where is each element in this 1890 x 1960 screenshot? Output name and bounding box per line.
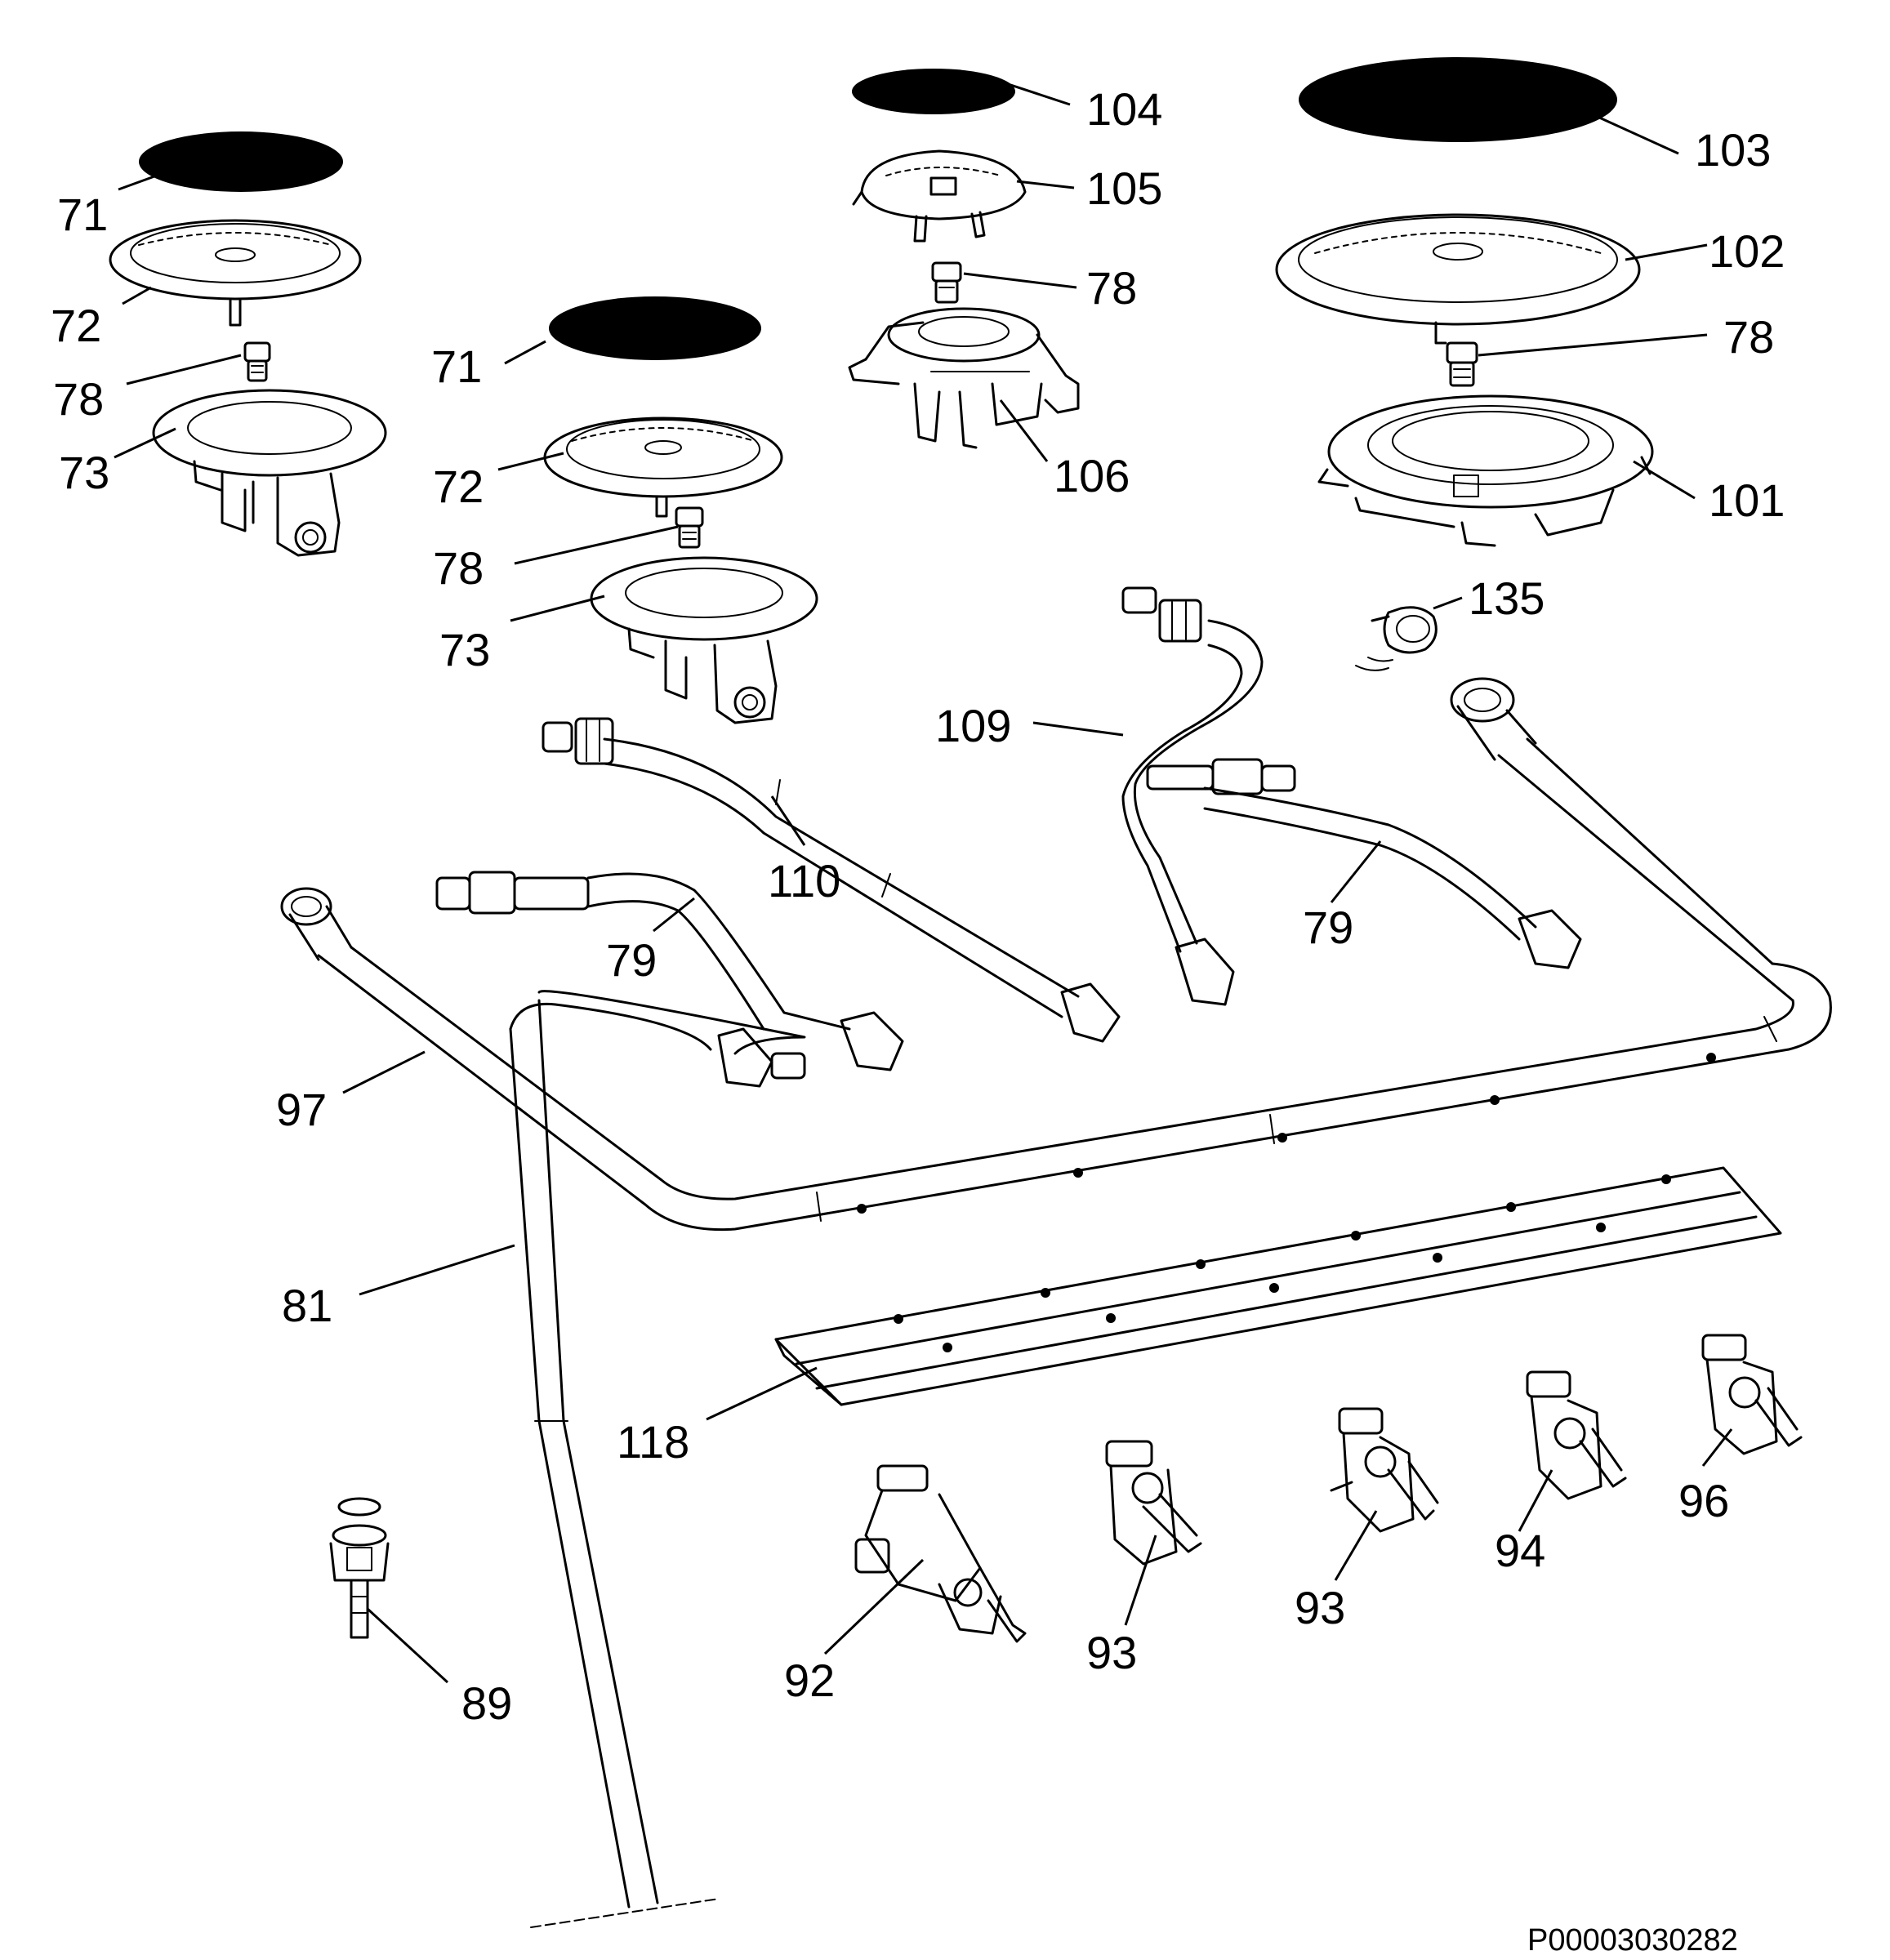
label-71-left: 71 xyxy=(57,189,108,240)
label-72-left: 72 xyxy=(51,300,101,351)
label-93-left: 93 xyxy=(1086,1627,1137,1678)
label-78-top-middle: 78 xyxy=(1086,262,1137,314)
burner-assembly-right xyxy=(1275,57,1654,547)
main-gas-pipe-97 xyxy=(280,677,1832,1232)
label-81: 81 xyxy=(282,1280,332,1331)
burner-assembly-middle-left xyxy=(543,296,818,724)
label-109: 109 xyxy=(935,700,1011,751)
injector-78-middle xyxy=(675,506,704,549)
burner-body-106 xyxy=(848,307,1080,449)
gas-pipe-79-left xyxy=(435,871,904,1071)
label-105: 105 xyxy=(1086,163,1162,214)
label-93-right: 93 xyxy=(1295,1582,1345,1633)
label-89: 89 xyxy=(461,1677,512,1729)
label-71-middle: 71 xyxy=(431,341,482,392)
flame-spreader-72-left xyxy=(109,219,362,327)
burner-cap-103 xyxy=(1299,57,1617,142)
gas-valve-94 xyxy=(1526,1370,1627,1500)
flame-spreader-105 xyxy=(852,149,1027,243)
burner-body-73-left xyxy=(152,389,387,557)
burner-cap-104 xyxy=(852,69,1015,114)
label-96: 96 xyxy=(1678,1475,1729,1526)
burner-body-101 xyxy=(1317,394,1654,547)
label-101: 101 xyxy=(1709,474,1785,526)
injector-78-left xyxy=(243,341,271,382)
elbow-fitting-135 xyxy=(1355,606,1438,671)
gas-pipe-79-right xyxy=(1146,758,1582,969)
flame-spreader-72-middle xyxy=(543,416,783,518)
label-72-middle: 72 xyxy=(433,461,484,512)
gas-pipe-109 xyxy=(1121,586,1264,1006)
connector-fitting-89 xyxy=(329,1497,390,1639)
gas-valve-93-left xyxy=(1105,1440,1202,1566)
injector-78-right xyxy=(1446,341,1478,387)
flame-spreader-102 xyxy=(1275,213,1641,345)
burner-body-73-middle xyxy=(590,556,818,724)
mounting-rail-118 xyxy=(774,1166,1782,1406)
label-73-middle: 73 xyxy=(439,624,490,675)
label-78-middle: 78 xyxy=(433,542,484,594)
label-103: 103 xyxy=(1695,124,1771,176)
part-number-labels: 71 72 78 73 71 72 78 73 104 105 78 106 1… xyxy=(51,83,1785,1729)
label-78-right: 78 xyxy=(1723,311,1774,363)
label-102: 102 xyxy=(1709,225,1785,277)
label-79-right: 79 xyxy=(1303,902,1353,953)
label-94: 94 xyxy=(1495,1525,1545,1576)
burner-cap-71-middle xyxy=(549,296,761,360)
gas-pipe-81 xyxy=(509,990,806,1928)
gas-valve-93-right xyxy=(1330,1407,1439,1533)
burner-cap-71-left xyxy=(139,131,343,192)
label-97: 97 xyxy=(276,1084,327,1135)
label-79-left: 79 xyxy=(606,934,657,986)
label-104: 104 xyxy=(1086,83,1162,135)
label-135: 135 xyxy=(1469,572,1545,624)
label-118: 118 xyxy=(617,1416,689,1468)
gas-valve-96 xyxy=(1701,1334,1803,1455)
injector-78-top-middle xyxy=(931,261,962,304)
burner-assembly-top-middle xyxy=(848,69,1080,449)
label-73-left: 73 xyxy=(59,447,109,498)
leader-lines xyxy=(114,76,1733,1684)
label-78-left: 78 xyxy=(53,373,104,425)
label-110: 110 xyxy=(768,855,840,906)
label-106: 106 xyxy=(1054,450,1130,501)
gas-pipe-110 xyxy=(542,717,1121,1043)
label-92: 92 xyxy=(784,1655,835,1706)
gas-valve-92 xyxy=(854,1464,1027,1643)
drawing-code: P00003030282 xyxy=(1527,1923,1738,1958)
burner-assembly-left xyxy=(109,131,387,557)
